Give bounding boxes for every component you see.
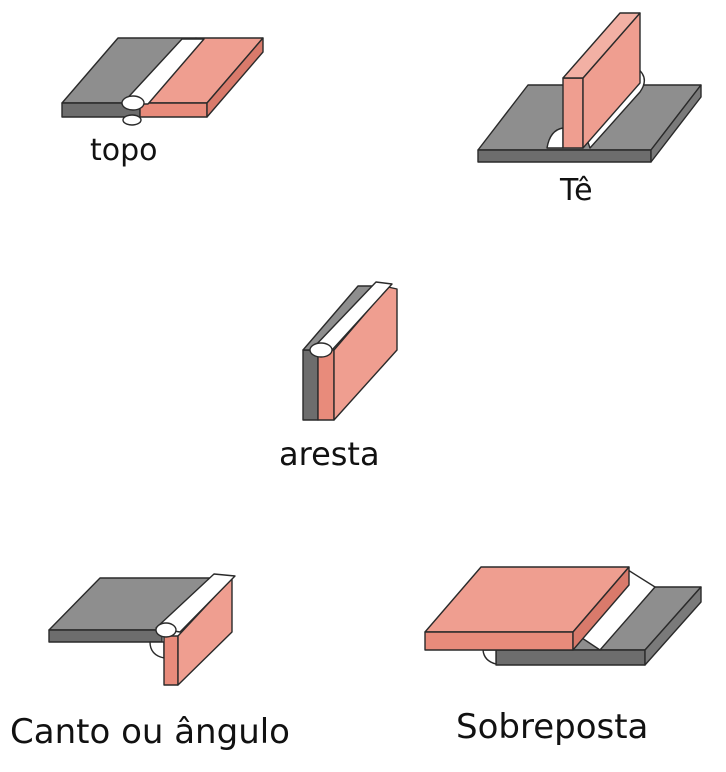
web-plate-front (562, 77, 584, 149)
weld-bead-front (121, 95, 145, 111)
edge-joint-figure (302, 281, 398, 421)
weld-fillet-under (149, 641, 165, 659)
web-plate-top (562, 12, 641, 79)
upper-plate-front (424, 631, 574, 651)
label-te: Tê (560, 173, 593, 208)
vertical-plate-front (163, 635, 179, 686)
weld-bead-front (309, 342, 333, 358)
base-plate-side (650, 84, 702, 163)
label-canto: Canto ou ângulo (10, 712, 290, 752)
weld-bead-front (155, 622, 177, 638)
butt-joint-figure (61, 37, 264, 126)
lower-plate-front (495, 649, 646, 666)
label-aresta: aresta (279, 435, 380, 473)
upper-plate-side (572, 566, 630, 651)
weld-bead-root (122, 114, 142, 126)
lap-joint-figure (424, 566, 702, 666)
grey-plate-front (302, 349, 319, 421)
horizontal-plate-front (48, 629, 163, 643)
base-plate-front (477, 149, 652, 163)
corner-joint-figure (48, 573, 236, 686)
weld-fillet-under (482, 649, 497, 665)
label-sobreposta: Sobreposta (456, 707, 649, 747)
label-topo: topo (90, 133, 158, 168)
pink-plate-front (317, 349, 335, 421)
lower-plate-side (644, 586, 702, 666)
pink-plate-front (139, 102, 208, 118)
pink-plate-side (206, 37, 264, 118)
tee-joint-figure (477, 12, 702, 163)
